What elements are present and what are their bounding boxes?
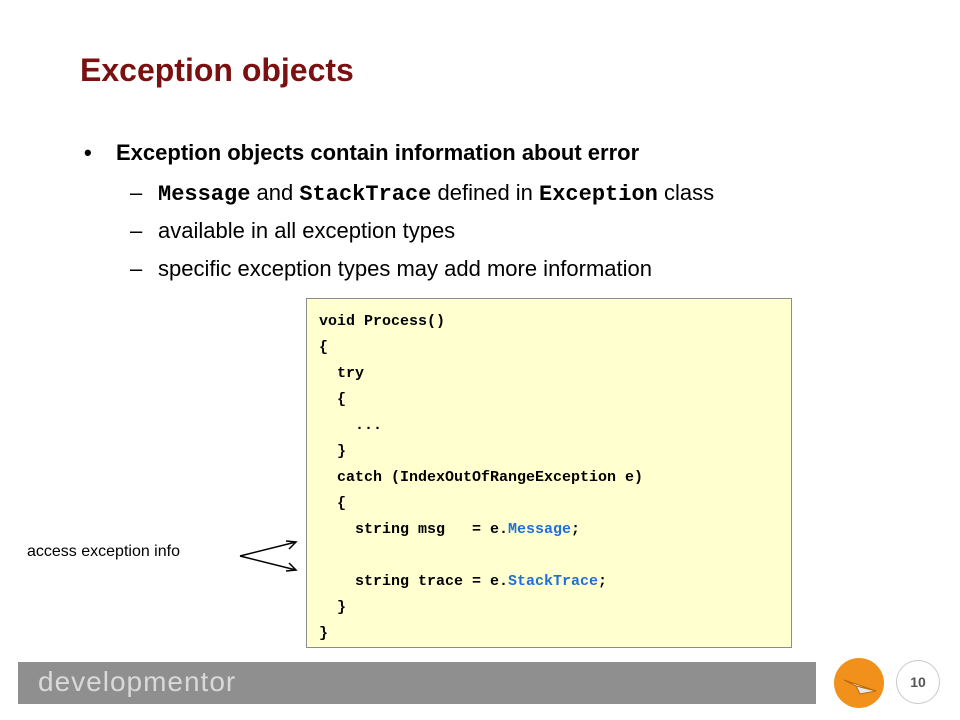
code-line: } [319,599,347,616]
code-line: try [319,365,365,382]
message-member: Message [508,521,572,538]
code-line-blank [319,543,791,569]
code-line-message: string msg = e.Message; [319,517,791,543]
main-bullet: • Exception objects contain information a… [84,140,639,166]
arrow-to-stacktrace [239,555,297,571]
slide-title: Exception objects [80,52,354,88]
code-line: void Process() [319,313,446,330]
sub-bullet-3: –specific exception types may add more i… [130,256,652,282]
sub-bullet-3-text: specific exception types may add more in… [158,256,653,281]
code-line: } [319,625,329,642]
sub-bullet-dash: – [130,180,143,205]
sub-bullet-1: –Message and StackTrace defined in Excep… [130,180,714,207]
code-line: catch (IndexOutOfRangeException e) [319,469,644,486]
annotation-arrows-icon [239,540,298,572]
arrow-to-message [239,541,297,557]
and-text: and [250,180,300,205]
code-line: { [319,495,347,512]
code-line: } [319,443,347,460]
semicolon: ; [598,573,608,590]
message-keyword: Message [158,182,251,207]
code-line-prefix: string msg = e. [319,521,509,538]
arrowhead-icon [285,562,298,572]
stacktrace-member: StackTrace [508,573,599,590]
code-line: { [319,391,347,408]
stacktrace-keyword: StackTrace [299,182,432,207]
code-line-stacktrace: string trace = e.StackTrace; [319,569,791,595]
class-text: class [657,180,715,205]
brand-logo-text: developmentor [38,666,237,697]
sub-bullet-2-text: available in all exception types [158,218,456,243]
bullet-dot: • [84,140,92,165]
code-line-prefix: string trace = e. [319,573,509,590]
paper-plane-icon [834,658,884,708]
main-bullet-text: Exception objects contain information ab… [116,140,640,165]
arrowhead-icon [285,540,298,550]
code-line: { [319,339,329,356]
sub-bullet-dash: – [130,256,143,281]
page-number: 10 [896,660,940,704]
footer-bar: developmentor [18,662,816,704]
defined-in-text: defined in [431,180,540,205]
code-box: void Process() { try { ... } catch (Inde… [306,298,792,648]
annotation-label: access exception info [27,543,180,560]
code-line: ... [319,417,383,434]
paper-plane-glyph [843,679,877,695]
exception-keyword: Exception [539,182,658,207]
sub-bullet-2: –available in all exception types [130,218,455,244]
sub-bullet-dash: – [130,218,143,243]
semicolon: ; [571,521,581,538]
